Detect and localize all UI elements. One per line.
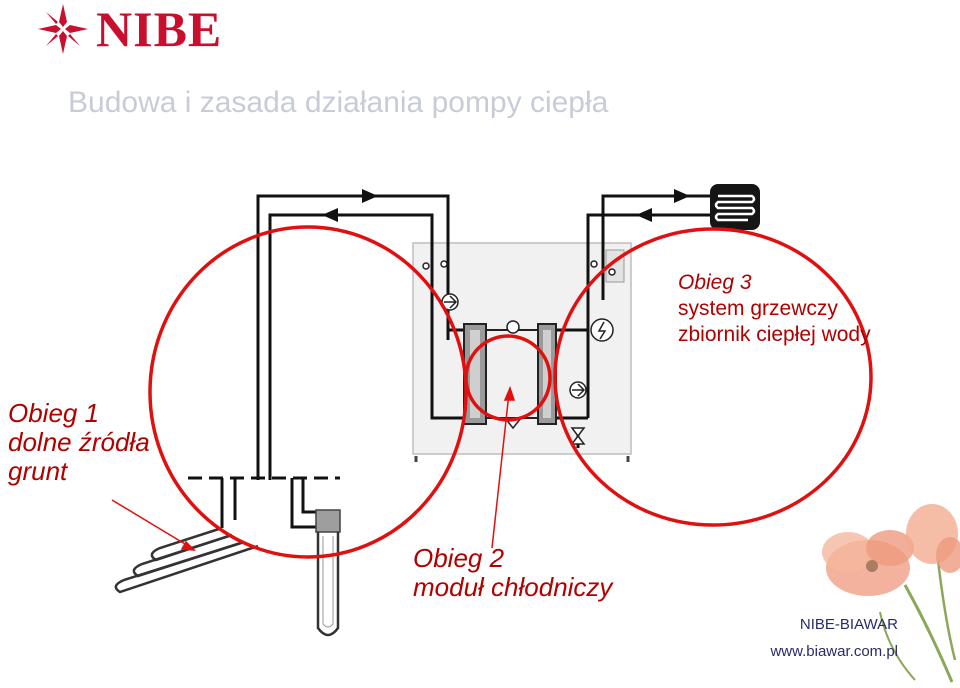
circuit-2-heading: Obieg 2 [413, 543, 505, 573]
circuit-3-line-1: system grzewczy [678, 297, 838, 320]
circuit-3-line-2: zbiornik ciepłej wody [678, 323, 871, 346]
borehole-probe [315, 509, 341, 637]
components [422, 260, 616, 445]
circuit-3-label: Obieg 3 system grzewczy zbiornik ciepłej… [678, 270, 871, 348]
footer-company: NIBE-BIAWAR [799, 616, 898, 633]
circuit-1-line-2: grunt [8, 456, 68, 486]
immersion-heater-icon [590, 318, 614, 342]
circuit-1-line-1: dolne źródła [8, 427, 150, 457]
pointer-lines [111, 385, 516, 551]
circuit-1-circle [148, 225, 468, 559]
valve-icon [570, 427, 586, 438]
circuit-1-label: Obieg 1 dolne źródła grunt [8, 399, 150, 486]
logo-wordmark: NIBE [96, 1, 223, 57]
flow-arrows [322, 189, 690, 222]
footer-website[interactable]: www.biawar.com.pl [770, 643, 898, 660]
circuit-1-heading: Obieg 1 [8, 398, 100, 428]
page-title: Budowa i zasada działania pompy ciepła [68, 86, 609, 119]
circuit-3-heading: Obieg 3 [678, 271, 752, 294]
ground-collector [114, 526, 259, 594]
water-tank-icon [710, 184, 760, 230]
circuit-highlights [148, 225, 873, 559]
poppy-flowers-decoration [822, 504, 960, 683]
nibe-emblem-icon [38, 4, 88, 54]
circuit-3-circle [553, 227, 873, 527]
brine-pipes [220, 194, 464, 529]
nibe-logo: NIBE [36, 2, 222, 56]
circuit-2-circle [464, 334, 552, 422]
circuit-2-line-1: moduł chłodniczy [413, 572, 613, 602]
circuit-2-label: Obieg 2 moduł chłodniczy [413, 544, 612, 602]
